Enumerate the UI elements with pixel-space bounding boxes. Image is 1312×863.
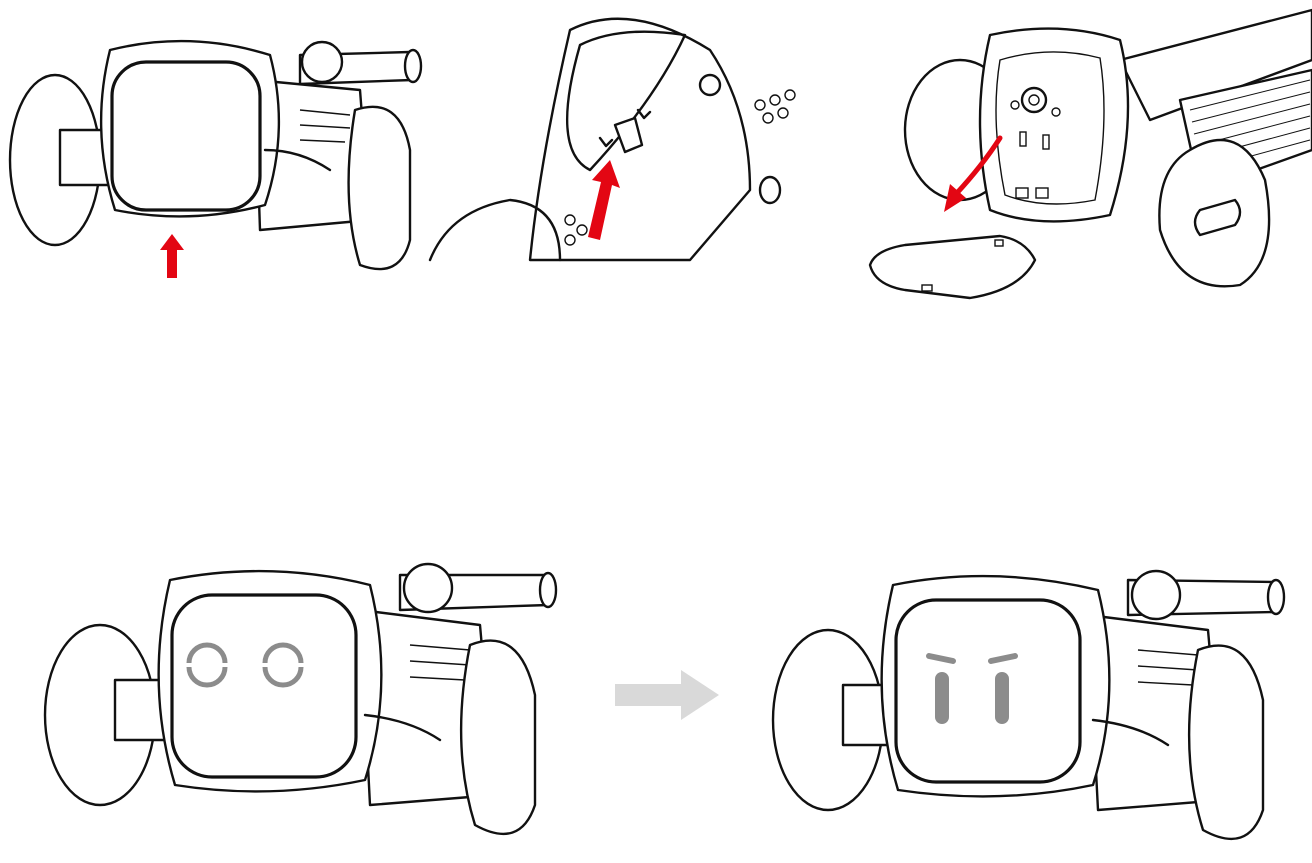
step-1-panel <box>0 0 430 300</box>
arrow-up-icon <box>160 234 184 278</box>
robot-front-illustration <box>8 39 423 271</box>
arrow-diagonal-up-icon <box>588 160 620 240</box>
step-4-panel <box>40 555 560 855</box>
arrow-curved-down-icon <box>953 135 1003 197</box>
arrow-right-icon <box>615 670 719 720</box>
eye-left-icon <box>935 672 949 724</box>
eye-right-icon <box>995 672 1009 724</box>
step-3-panel <box>860 0 1312 310</box>
lift-latch-arrow <box>588 160 620 240</box>
eyebrow-right-icon <box>988 653 1018 664</box>
eyebrow-left-icon <box>926 653 956 664</box>
step-2-panel <box>428 10 820 270</box>
transition-arrow <box>615 670 719 720</box>
remove-cover-arrow <box>944 135 1003 212</box>
push-up-arrow <box>160 234 184 278</box>
cover-removed-illustration <box>868 8 1312 300</box>
robot-ready-illustration <box>771 569 1286 840</box>
face-screen-loading <box>185 640 315 690</box>
latch-closeup-illustration <box>428 17 796 262</box>
loading-circle-right-icon <box>262 642 304 688</box>
robot-loading-illustration <box>43 562 558 835</box>
step-5-panel <box>768 560 1288 860</box>
loading-circle-left-icon <box>186 642 228 688</box>
face-screen-ready <box>923 650 1033 730</box>
